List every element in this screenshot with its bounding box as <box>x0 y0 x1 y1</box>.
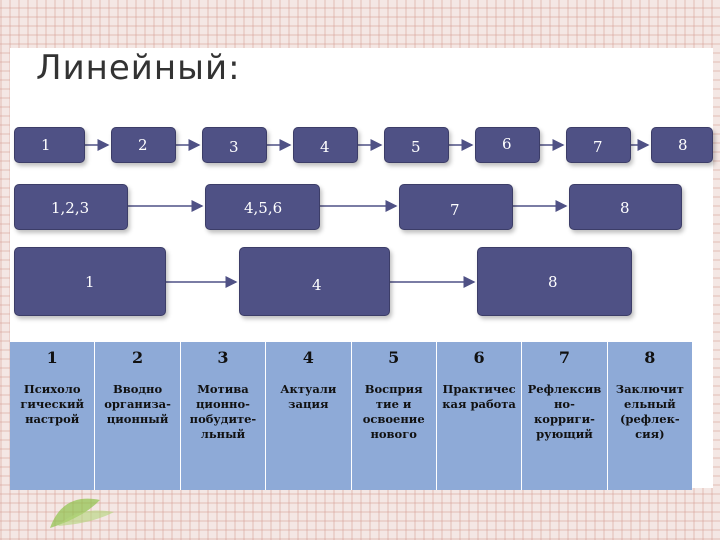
top-step-label: 3 <box>229 138 239 156</box>
middle-group-box-2: 4,5,6 <box>205 184 320 230</box>
middle-group-label: 7 <box>450 201 460 219</box>
top-step-label: 7 <box>593 138 603 156</box>
bottom-stage-box-1: 1 <box>14 247 166 316</box>
bottom-stage-label: 8 <box>548 273 558 291</box>
bottom-stage-label: 1 <box>85 273 95 291</box>
top-step-box-8: 8 <box>651 127 713 163</box>
stage-column-4: 4 Актуали зация <box>266 342 352 490</box>
stage-label: Заключит ельный (рефлек- сия) <box>615 382 684 441</box>
stage-label: Актуали зация <box>280 382 337 411</box>
stage-column-3: 3 Мотива ционно- побудите- льный <box>181 342 267 490</box>
top-step-box-1: 1 <box>14 127 85 163</box>
top-step-box-4: 4 <box>293 127 358 163</box>
stage-label: Психоло гический настрой <box>20 382 85 426</box>
stages-table: 1 Психоло гический настрой 2 Вводно орга… <box>10 342 692 490</box>
stage-column-7: 7 Рефлексив но- корриги- рующий <box>522 342 608 490</box>
top-step-box-7: 7 <box>566 127 631 163</box>
bottom-stage-box-2: 4 <box>239 247 390 316</box>
stage-number: 8 <box>644 348 656 367</box>
top-step-label: 1 <box>41 136 51 154</box>
top-step-box-5: 5 <box>384 127 449 163</box>
top-step-label: 5 <box>411 138 421 156</box>
stage-label: Практичес кая работа <box>442 382 516 411</box>
stage-number: 5 <box>388 348 400 367</box>
stage-column-1: 1 Психоло гический настрой <box>10 342 96 490</box>
stage-number: 7 <box>558 348 570 367</box>
stage-number: 3 <box>217 348 229 367</box>
stage-number: 2 <box>131 348 144 367</box>
middle-group-box-1: 1,2,3 <box>14 184 128 230</box>
top-step-box-2: 2 <box>111 127 176 163</box>
top-step-label: 8 <box>678 136 688 154</box>
top-step-label: 2 <box>138 136 148 154</box>
top-step-label: 4 <box>320 138 330 156</box>
stage-number: 6 <box>473 348 485 367</box>
stage-number: 4 <box>302 348 314 367</box>
middle-group-box-3: 7 <box>399 184 513 230</box>
decorative-leaf-icon <box>50 498 114 528</box>
stage-column-2: 2 Вводно организа- ционный <box>95 342 181 490</box>
stage-label: Рефлексив но- корриги- рующий <box>527 382 602 441</box>
stage-column-5: 5 Восприя тие и освоение нового <box>352 342 437 490</box>
stage-number: 1 <box>46 348 58 367</box>
middle-group-label: 8 <box>620 199 630 217</box>
middle-group-label: 4,5,6 <box>244 199 283 217</box>
stage-column-6: 6 Практичес кая работа <box>437 342 523 490</box>
bottom-stage-box-3: 8 <box>477 247 632 316</box>
top-step-box-6: 6 <box>475 127 540 163</box>
stage-label: Мотива ционно- побудите- льный <box>189 382 257 441</box>
stage-column-8: 8 Заключит ельный (рефлек- сия) <box>608 342 692 490</box>
stage-label: Восприя тие и освоение нового <box>362 382 425 441</box>
middle-group-box-4: 8 <box>569 184 682 230</box>
top-step-box-3: 3 <box>202 127 267 163</box>
bottom-stage-label: 4 <box>312 276 322 294</box>
slide-title: Линейный: <box>36 48 241 88</box>
top-step-label: 6 <box>502 135 512 153</box>
stage-label: Вводно организа- ционный <box>104 382 171 426</box>
middle-group-label: 1,2,3 <box>51 199 90 217</box>
